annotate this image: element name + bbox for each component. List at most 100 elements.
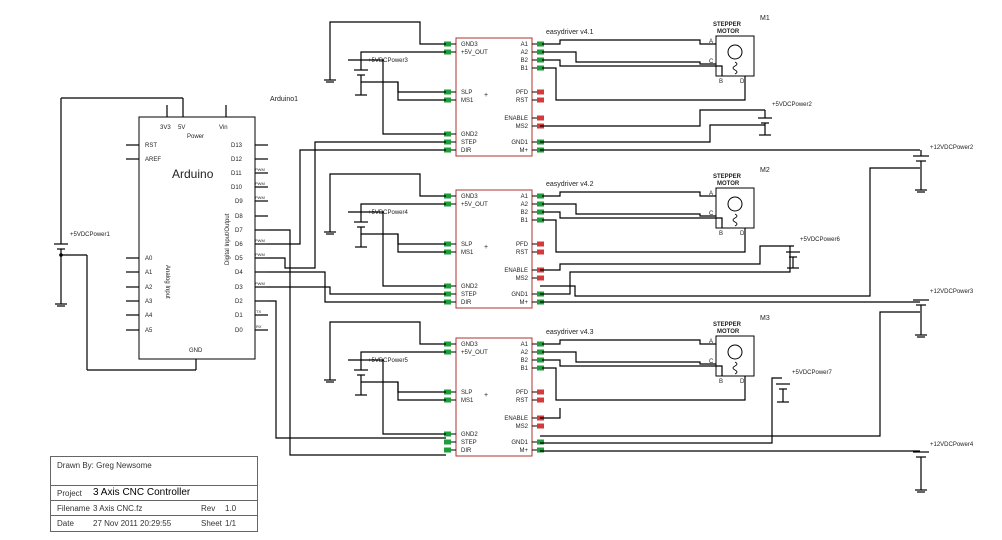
driver-right-pin: PFD [516, 90, 529, 96]
rev-value: 1.0 [225, 504, 237, 513]
arduino-left-pins: RST AREF A0 A1 A2 A3 A4 A5 Analog Input [126, 143, 170, 334]
pin-a4: A4 [145, 313, 153, 319]
pin-rst: RST [145, 143, 157, 149]
pin-d8: D8 [235, 214, 243, 220]
motor-name: M2 [760, 167, 770, 174]
driver-left-pin: SLP [461, 90, 472, 96]
power-5v-7: +5VDCPower7 [776, 370, 833, 403]
power-12v-4-label: +12VDCPower4 [930, 442, 974, 448]
arduino-board: Arduino1 Arduino 3V3 5V Vin Power RST AR… [126, 96, 298, 370]
pin-d5: D5 [235, 256, 243, 262]
driver-pin-pad [444, 397, 451, 403]
driver-pin-pad [537, 249, 544, 255]
driver-body [455, 337, 533, 457]
driver-pin-pad [537, 201, 544, 207]
driver-name: easydriver v4.3 [546, 329, 594, 336]
driver-pin-pad [444, 389, 451, 395]
driver-left-pin: GND2 [461, 284, 478, 290]
motor-pin-b: B [719, 79, 723, 85]
driver-right-pin: PFD [516, 242, 529, 248]
motor-pin-d: D [740, 379, 745, 385]
driver-right-pin: MS2 [516, 424, 529, 430]
analog-group-label: Analog Input [164, 265, 170, 299]
pin-d6: D6 [235, 242, 243, 248]
driver-pin-pad [537, 193, 544, 199]
motor-title-1: STEPPER [713, 174, 742, 180]
motor-rotor-icon [727, 344, 743, 360]
pin-d3: D3 [235, 285, 243, 291]
motor-name: M3 [760, 315, 770, 322]
driver-right-pin: ENABLE [504, 116, 528, 122]
driver-right-pin: B2 [521, 358, 529, 364]
driver-1: easydriver v4.1+GND3+5V_OUTSLPMS1GND2STE… [324, 15, 770, 157]
driver-pin-pad [444, 89, 451, 95]
pwm-d10: PWM [255, 181, 265, 186]
driver-pin-pad [444, 291, 451, 297]
driver-pin-pad [537, 41, 544, 47]
driver-pin-pad [537, 357, 544, 363]
driver-right-pin: B2 [521, 58, 529, 64]
drivers-layer: easydriver v4.1+GND3+5V_OUTSLPMS1GND2STE… [324, 15, 770, 457]
pin-vin: Vin [219, 125, 228, 131]
driver-right-pin: MS2 [516, 276, 529, 282]
power-5v-6-label: +5VDCPower6 [800, 237, 841, 243]
project-name: 3 Axis CNC Controller [93, 487, 191, 498]
driver-right-pin: M+ [519, 448, 528, 454]
power-5v-2-label: +5VDCPower2 [772, 102, 813, 108]
driver-pin-pad [537, 89, 544, 95]
motor-title-2: MOTOR [717, 29, 740, 35]
driver-plus: + [484, 244, 488, 251]
driver-left-pin: MS1 [461, 398, 474, 404]
driver-left-pin: +5V_OUT [461, 50, 488, 56]
sheet-value: 1/1 [225, 519, 237, 528]
driver-pin-pad [444, 341, 451, 347]
motor-coil-icon [732, 213, 738, 227]
pin-d4: D4 [235, 270, 243, 276]
driver-pin-pad [444, 49, 451, 55]
driver-left-pin: GND2 [461, 132, 478, 138]
driver-pin-pad [537, 397, 544, 403]
power-wires [540, 109, 920, 452]
driver-pin-pad [537, 439, 544, 445]
driver-plus: + [484, 92, 488, 99]
driver-left-pin: DIR [461, 148, 472, 154]
driver-right-pin: ENABLE [504, 268, 528, 274]
driver-left-pin: STEP [461, 140, 477, 146]
motor-rotor-icon [727, 196, 743, 212]
driver-name: easydriver v4.1 [546, 29, 594, 36]
driver-right-pin: M+ [519, 148, 528, 154]
drawn-by: Drawn By: Greg Newsome [57, 461, 152, 470]
pin-a5: A5 [145, 328, 153, 334]
power-5v-1-label: +5VDCPower1 [70, 232, 111, 238]
driver-left-pin: +5V_OUT [461, 350, 488, 356]
driver-pin-pad [444, 97, 451, 103]
motor-pin-a: A [709, 39, 713, 45]
driver-pin-pad [444, 349, 451, 355]
driver-pin-pad [537, 423, 544, 429]
pin-d9: D9 [235, 199, 243, 205]
pwm-d5: PWM [255, 252, 265, 257]
driver-right-pin: RST [516, 98, 528, 104]
project-label: Project [57, 489, 82, 498]
driver-pin-pad [444, 431, 451, 437]
pin-5v: 5V [178, 125, 185, 131]
pwm-d9: PWM [255, 195, 265, 200]
arduino-title: Arduino [172, 167, 214, 181]
driver-left-pin: DIR [461, 448, 472, 454]
driver-right-pin: B1 [521, 366, 529, 372]
driver-pin-pad [537, 365, 544, 371]
driver-pin-pad [537, 65, 544, 71]
driver-pin-pad [444, 139, 451, 145]
driver-left-pin: STEP [461, 292, 477, 298]
pwm-d6: PWM [255, 238, 265, 243]
motor-title-2: MOTOR [717, 329, 740, 335]
driver-pin-pad [444, 131, 451, 137]
pwm-d11: PWM [255, 167, 265, 172]
power-5v-driver-2: +5VDCPower4 [324, 173, 446, 287]
driver-pin-pad [444, 241, 451, 247]
sheet-label: Sheet [201, 519, 222, 528]
motor-name: M1 [760, 15, 770, 22]
